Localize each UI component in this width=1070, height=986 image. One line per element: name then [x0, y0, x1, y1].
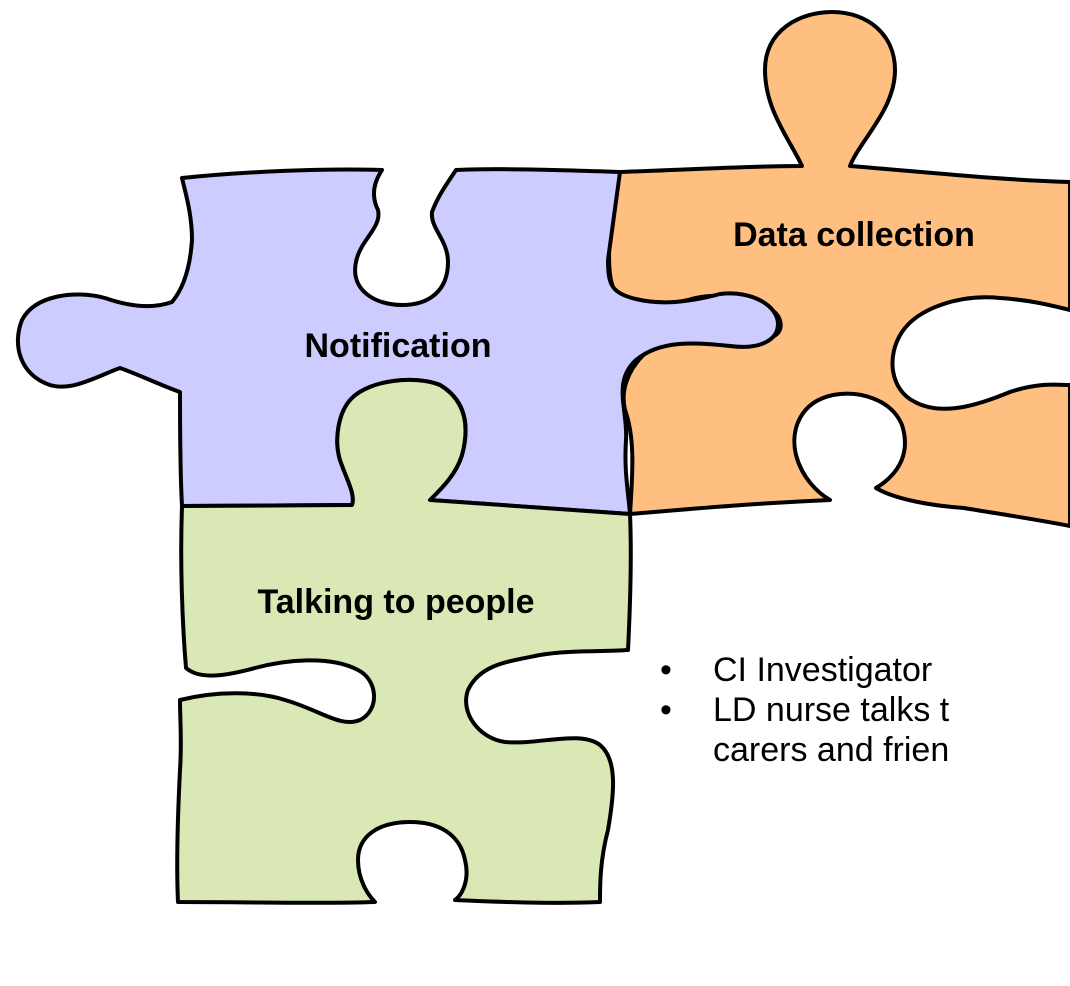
bullet-item: LD nurse talks t carers and frien — [660, 690, 949, 770]
bullet-text: LD nurse talks t — [713, 691, 950, 730]
data-collection-label: Data collection — [733, 216, 975, 254]
bullet-item: CI Investigator — [660, 650, 949, 690]
talking-to-people-label: Talking to people — [257, 583, 534, 621]
notification-piece — [15, 167, 780, 516]
bullet-text-continuation: carers and frien — [713, 731, 950, 770]
notification-label: Notification — [305, 327, 492, 365]
bullet-text: CI Investigator — [713, 651, 933, 689]
data-collection-piece — [607, 10, 1070, 528]
talking-to-people-piece — [175, 377, 633, 905]
bullet-list: CI Investigator LD nurse talks t carers … — [660, 650, 949, 770]
